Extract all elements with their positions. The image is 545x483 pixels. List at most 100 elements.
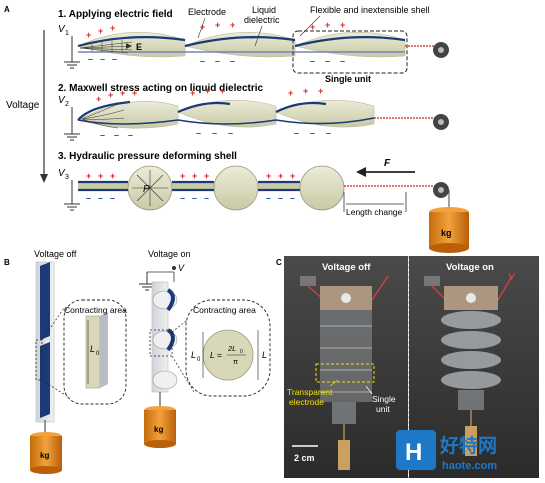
- voltage-label: Voltage: [6, 100, 40, 111]
- svg-text:–: –: [98, 193, 103, 203]
- field-label-e: E: [136, 42, 142, 52]
- svg-text:+: +: [318, 86, 323, 96]
- svg-text:L: L: [191, 350, 196, 360]
- liquid-dielectric-label-1: Liquid: [252, 5, 276, 15]
- weight-a-label: kg: [441, 228, 452, 238]
- panel-a: A Voltage 1. Applying electric field 2. …: [4, 5, 469, 253]
- svg-text:–: –: [204, 193, 209, 203]
- svg-text:–: –: [310, 128, 315, 138]
- svg-text:+: +: [192, 171, 197, 181]
- panel-c: C Voltage off Voltage on V: [276, 256, 539, 478]
- v3-label: V 3: [58, 168, 69, 181]
- svg-text:–: –: [325, 56, 330, 66]
- pulley-1: [433, 42, 449, 58]
- row2-plus-charges: ++++ +++ +++: [96, 86, 323, 104]
- watermark: H 好特网 haote.com: [396, 430, 497, 472]
- svg-text:+: +: [86, 171, 91, 181]
- svg-text:V: V: [58, 95, 66, 106]
- voltage-symbol-b: V: [178, 263, 185, 273]
- svg-text:–: –: [212, 128, 217, 138]
- svg-text:+: +: [220, 86, 225, 96]
- voltage-off-label-b: Voltage off: [34, 249, 77, 259]
- svg-text:+: +: [205, 86, 210, 96]
- svg-text:–: –: [340, 56, 345, 66]
- watermark-chinese: 好特网: [439, 434, 497, 457]
- ground-symbol-1: [64, 36, 80, 69]
- svg-text:–: –: [310, 56, 315, 66]
- electrode-label: Electrode: [188, 7, 226, 17]
- watermark-url: haote.com: [442, 460, 497, 472]
- step-2-title: 2. Maxwell stress acting on liquid diele…: [58, 83, 264, 94]
- svg-text:+: +: [215, 20, 220, 30]
- svg-text:+: +: [132, 88, 137, 98]
- svg-text:3: 3: [65, 174, 69, 181]
- svg-text:+: +: [230, 20, 235, 30]
- scale-bar-label: 2 cm: [294, 453, 315, 463]
- svg-text:–: –: [326, 128, 331, 138]
- svg-text:+: +: [200, 22, 205, 32]
- single-unit-box: [292, 30, 408, 74]
- svg-text:+: +: [86, 30, 91, 40]
- svg-text:+: +: [180, 171, 185, 181]
- l0-label-off: L 0: [90, 344, 100, 357]
- weight-b-off: [30, 432, 62, 474]
- l-label-on: L: [262, 350, 267, 360]
- photo-off-hardware: [300, 275, 389, 470]
- l0-label-on: L 0: [191, 350, 201, 363]
- voltage-arrowhead: [40, 174, 48, 183]
- svg-text:+: +: [98, 171, 103, 181]
- panel-b-letter: B: [4, 258, 10, 267]
- svg-text:π: π: [233, 357, 238, 366]
- liquid-dielectric-label-2: dielectric: [244, 15, 280, 25]
- svg-text:+: +: [110, 171, 115, 181]
- svg-text:H: H: [405, 439, 422, 466]
- pulley-3: [433, 182, 449, 198]
- svg-text:+: +: [325, 20, 330, 30]
- length-change-label: Length change: [346, 207, 403, 217]
- single-unit-label-c1: Single: [372, 394, 396, 404]
- ground-symbol-2: [64, 107, 80, 141]
- ground-symbol-3: [64, 180, 80, 211]
- zoom-off: [41, 299, 127, 405]
- weight-a: [429, 207, 469, 253]
- weight-b-off-label: kg: [40, 451, 49, 460]
- svg-text:–: –: [100, 130, 105, 140]
- svg-text:–: –: [128, 130, 133, 140]
- photo-on-hardware: [424, 275, 513, 456]
- row2-minus-charges: ––– ––– –––: [100, 128, 331, 140]
- svg-text:+: +: [204, 171, 209, 181]
- panel-b: B Voltage off Voltage on Contracting are…: [4, 249, 271, 474]
- actuator-on: [139, 266, 178, 406]
- row3-shells: [78, 165, 345, 211]
- pressure-label-p: P: [143, 184, 150, 195]
- row2-shells: [77, 99, 375, 129]
- contracting-area-label-2: Contracting area: [193, 305, 256, 315]
- weight-b-on: [144, 406, 176, 448]
- svg-text:+: +: [310, 22, 315, 32]
- step-3-title: 3. Hydraulic pressure deforming shell: [58, 151, 237, 162]
- svg-text:0: 0: [240, 349, 243, 355]
- v2-label: V 2: [58, 95, 69, 108]
- svg-text:0: 0: [96, 351, 100, 357]
- svg-text:+: +: [110, 23, 115, 33]
- svg-text:2: 2: [65, 101, 69, 108]
- svg-text:+: +: [340, 20, 345, 30]
- pulley-2: [433, 114, 449, 130]
- svg-text:–: –: [200, 56, 205, 66]
- svg-text:1: 1: [65, 30, 69, 37]
- step-1-title: 1. Applying electric field: [58, 9, 173, 20]
- svg-text:–: –: [114, 130, 119, 140]
- panel-c-letter: C: [276, 258, 282, 267]
- actuator-off: [35, 261, 55, 432]
- svg-text:+: +: [266, 171, 271, 181]
- svg-text:–: –: [88, 54, 93, 64]
- svg-text:L =: L =: [210, 350, 222, 360]
- svg-text:–: –: [230, 56, 235, 66]
- svg-text:+: +: [303, 86, 308, 96]
- row1-plus-charges: +++ +++ +++: [86, 20, 345, 40]
- transparent-electrode-label-2: electrode: [289, 397, 324, 407]
- svg-text:–: –: [290, 193, 295, 203]
- svg-text:–: –: [215, 56, 220, 66]
- svg-text:+: +: [288, 88, 293, 98]
